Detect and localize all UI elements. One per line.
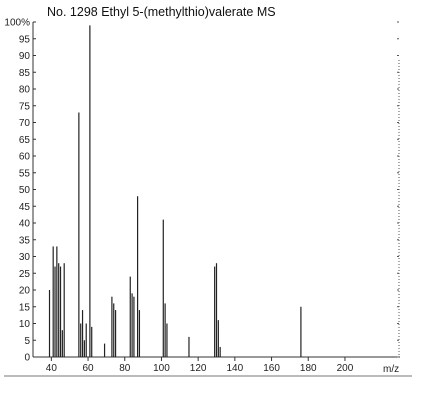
x-tick-label: 140 [227,363,244,374]
y-tick-label: 60 [19,152,31,163]
y-tick-label: 50 [19,185,31,196]
y-tick-label: 0 [24,353,30,364]
y-tick-label: 25 [19,269,31,280]
y-tick-label: 75 [19,101,31,112]
y-tick-label: 30 [19,252,31,263]
x-tick-label: 180 [300,363,317,374]
peaks [48,25,302,357]
y-tick-label: 35 [19,235,31,246]
x-tick-label: 100 [153,363,170,374]
x-tick-label: 200 [337,363,354,374]
y-tick-label: 5 [24,336,30,347]
y-axis-ticks: 0 5 10 15 20 25 30 35 40 45 50 55 60 65 70 75 80 85 90 95 10… [4,18,399,364]
axes [4,22,412,377]
y-tick-label: 55 [19,168,31,179]
x-tick-label: 60 [82,363,94,374]
x-tick-label: 40 [46,363,58,374]
y-tick-label: 15 [19,302,31,313]
chart-title: No. 1298 Ethyl 5-(methylthio)valerate MS [47,5,276,19]
y-tick-label: 70 [19,118,31,129]
y-tick-label: 90 [19,51,31,62]
x-tick-label: 80 [119,363,131,374]
x-axis-ticks: 40 60 80 100 120 140 160 180 200 [46,357,354,374]
y-tick-label: 45 [19,202,31,213]
y-tick-label: 40 [19,219,31,230]
x-axis-label: m/z [383,364,399,375]
y-tick-label: 95 [19,34,31,45]
y-tick-label: 85 [19,68,31,79]
x-tick-label: 160 [263,363,280,374]
x-tick-label: 120 [190,363,207,374]
y-tick-label: 65 [19,135,31,146]
y-tick-label: 100% [4,18,30,29]
y-tick-label: 10 [19,319,31,330]
y-tick-label: 80 [19,85,31,96]
y-tick-label: 20 [19,286,31,297]
